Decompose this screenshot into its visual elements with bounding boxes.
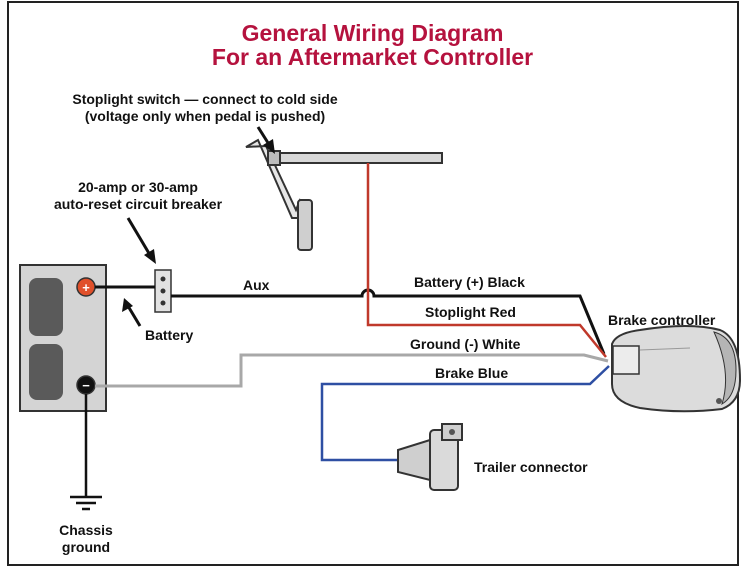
- wire-label-ground-white: Ground (-) White: [410, 336, 521, 352]
- wire-brake-blue: [320, 365, 610, 462]
- circuit-breaker: [154, 269, 172, 313]
- trailer-connector: [397, 423, 463, 491]
- wire-ground-white: [95, 353, 609, 388]
- battery-arrow: [122, 298, 142, 327]
- brake-controller: [611, 325, 742, 413]
- stoplight-switch-arrow: [256, 126, 275, 154]
- brake-pedal: [245, 138, 443, 251]
- breaker-label-line-1: 20-amp or 30-amp: [78, 179, 198, 195]
- breaker-arrow: [126, 217, 156, 264]
- trailer-connector-label: Trailer connector: [474, 459, 588, 475]
- ground-symbol: [70, 495, 102, 511]
- wire-stoplight-red: [366, 163, 607, 358]
- wire-label-stoplight-red: Stoplight Red: [425, 304, 516, 320]
- stoplight-switch-label-line-1: Stoplight switch — connect to cold side: [72, 91, 338, 107]
- stoplight-switch-label-line-2: (voltage only when pedal is pushed): [84, 108, 326, 124]
- wire-battery-black: [171, 288, 606, 355]
- battery-label: Battery: [145, 327, 194, 343]
- positive-sign: +: [82, 280, 90, 295]
- wire-label-brake-blue: Brake Blue: [435, 365, 509, 381]
- negative-sign: −: [82, 378, 90, 393]
- breaker-label-line-2: auto-reset circuit breaker: [53, 196, 223, 212]
- diagram-title-line-1: General Wiring Diagram: [241, 20, 504, 46]
- aux-label: Aux: [243, 277, 270, 293]
- chassis-ground-label-line-1: Chassis: [59, 522, 113, 538]
- wire-label-battery-black: Battery (+) Black: [414, 274, 525, 290]
- diagram-title-line-2: For an Aftermarket Controller: [211, 44, 534, 70]
- brake-controller-label: Brake controller: [608, 312, 716, 328]
- frame-border: [7, 1, 739, 566]
- chassis-ground-label-line-2: ground: [61, 539, 111, 555]
